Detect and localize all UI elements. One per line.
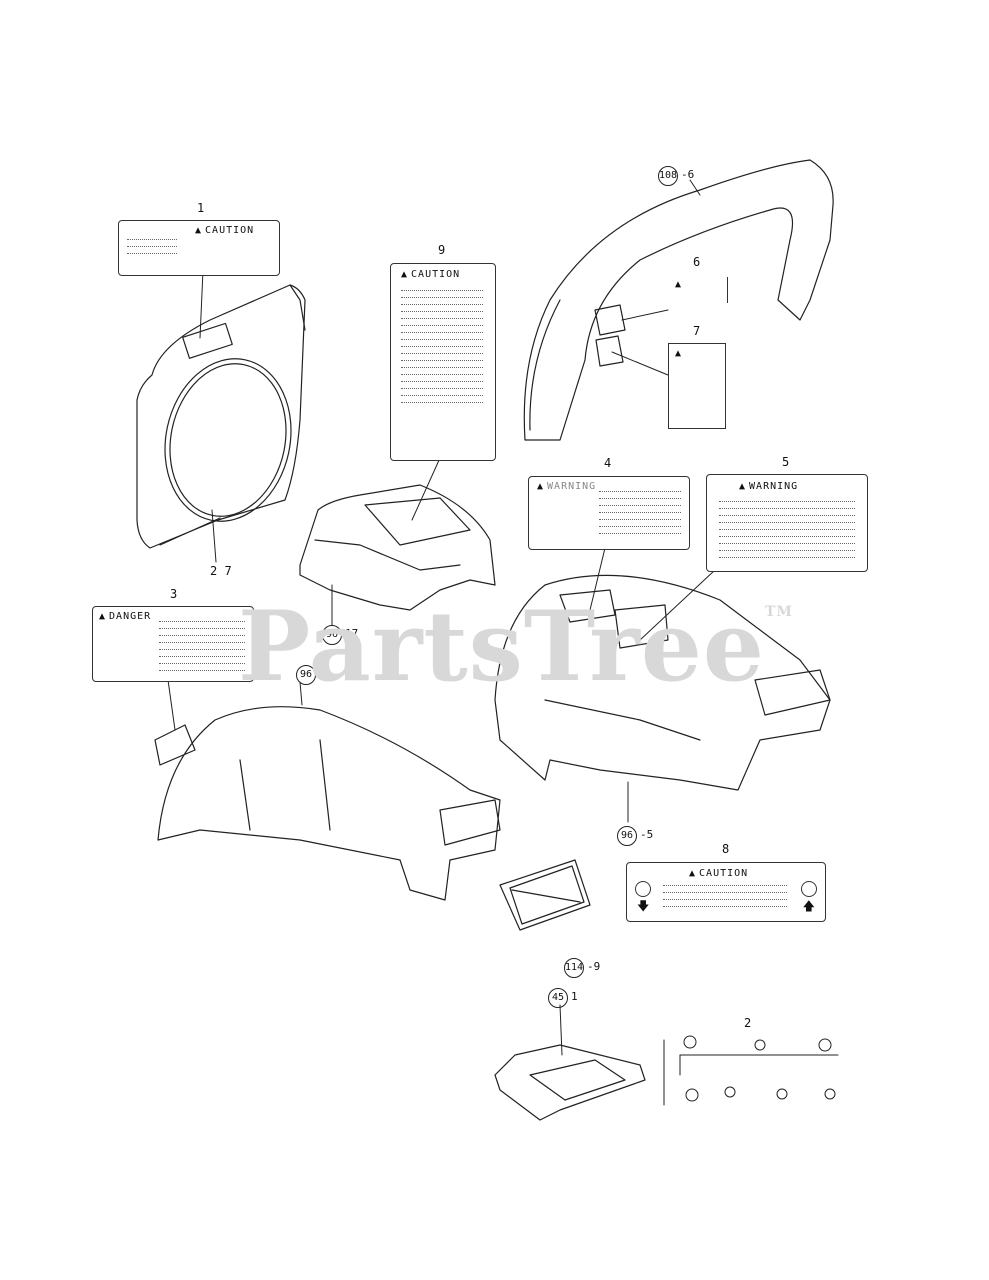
leader-6 bbox=[621, 309, 669, 321]
right-fender[interactable] bbox=[494, 574, 831, 791]
watermark-tm: TM bbox=[764, 604, 793, 620]
leader-96-4 bbox=[299, 681, 303, 706]
circle-left-icon bbox=[635, 881, 651, 897]
decal-5[interactable]: ▲WARNING bbox=[706, 474, 868, 572]
callout-circle: 96 bbox=[296, 665, 316, 685]
callout-circle: 96 bbox=[617, 826, 637, 846]
leader-108-6 bbox=[689, 179, 701, 196]
callout-96-5: 96-5 bbox=[617, 826, 653, 846]
partstree-watermark: PartsTreeTM bbox=[238, 590, 793, 703]
callout-circle: 114 bbox=[564, 958, 584, 978]
callout-circle: 45 bbox=[548, 988, 568, 1008]
decal-9[interactable]: ▲CAUTION bbox=[390, 263, 496, 461]
leader-9 bbox=[411, 457, 441, 521]
callout-suffix: 1 bbox=[571, 990, 578, 1003]
decal-1[interactable]: ▲CAUTION bbox=[118, 220, 280, 276]
warning-triangle-icon: ▲ bbox=[195, 225, 203, 236]
leader-7 bbox=[611, 351, 669, 376]
callout-8: 8 bbox=[722, 842, 730, 856]
warning-triangle-icon: ▲ bbox=[401, 269, 409, 280]
callout-6: 6 bbox=[693, 255, 701, 269]
leader-45-1 bbox=[559, 1004, 563, 1056]
circle-right-icon bbox=[801, 881, 817, 897]
callout-9: 9 bbox=[438, 243, 446, 257]
hood-panel[interactable] bbox=[299, 484, 496, 611]
callout-suffix: -5 bbox=[640, 828, 654, 841]
decal-5-heading: WARNING bbox=[749, 481, 799, 492]
callout-2: 2 bbox=[744, 1016, 752, 1030]
decal-9-heading: CAUTION bbox=[411, 269, 461, 280]
callout-7: 7 bbox=[693, 324, 701, 338]
callout-5: 5 bbox=[782, 455, 790, 469]
decal-1-heading: CAUTION bbox=[205, 225, 255, 236]
callout-3: 3 bbox=[170, 587, 178, 601]
decal-8[interactable]: ▲CAUTION 🡇 🡅 bbox=[626, 862, 826, 922]
callout-1: 1 bbox=[197, 201, 205, 215]
decal-3-heading: DANGER bbox=[109, 611, 152, 622]
decal-4-heading: WARNING bbox=[547, 481, 597, 492]
callout-suffix: -6 bbox=[681, 168, 695, 181]
arrow-down-icon: 🡇 bbox=[637, 899, 650, 913]
callout-circle: 108 bbox=[658, 166, 678, 186]
leader-2-7 bbox=[211, 509, 217, 563]
arrow-up-icon: 🡅 bbox=[802, 899, 815, 913]
callout-2-7: 2 7 bbox=[210, 564, 232, 578]
decal-2-strip[interactable] bbox=[663, 1035, 839, 1106]
leader-4 bbox=[589, 547, 606, 611]
decal-7[interactable]: ▲ bbox=[668, 343, 726, 429]
leader-3 bbox=[167, 679, 176, 731]
callout-suffix: 17 bbox=[345, 627, 359, 640]
callout-suffix: -9 bbox=[587, 960, 601, 973]
rops-frame[interactable] bbox=[523, 159, 834, 441]
decal-8-heading: CAUTION bbox=[699, 868, 749, 879]
watermark-text: PartsTree bbox=[238, 590, 765, 703]
callout-108-6: 108-6 bbox=[658, 166, 694, 186]
warning-triangle-icon: ▲ bbox=[99, 611, 107, 622]
step-plate[interactable] bbox=[499, 859, 591, 931]
warning-triangle-icon: ▲ bbox=[689, 868, 697, 879]
decal-4[interactable]: ▲WARNING bbox=[528, 476, 690, 550]
warning-triangle-icon: ▲ bbox=[739, 481, 747, 492]
step-assembly[interactable] bbox=[494, 1044, 646, 1121]
callout-4: 4 bbox=[604, 456, 612, 470]
warning-triangle-icon: ▲ bbox=[675, 279, 683, 290]
warning-triangle-icon: ▲ bbox=[675, 348, 683, 359]
radiator-shroud[interactable] bbox=[136, 284, 306, 549]
leader-5 bbox=[639, 569, 716, 641]
callout-114-9: 114-9 bbox=[564, 958, 600, 978]
decal-6[interactable]: ▲ bbox=[668, 272, 732, 306]
callout-suffix: 4 bbox=[319, 667, 326, 680]
left-fender[interactable] bbox=[154, 706, 501, 901]
decal-3[interactable]: ▲DANGER bbox=[92, 606, 254, 682]
callout-circle: 96 bbox=[322, 625, 342, 645]
warning-triangle-icon: ▲ bbox=[537, 481, 545, 492]
